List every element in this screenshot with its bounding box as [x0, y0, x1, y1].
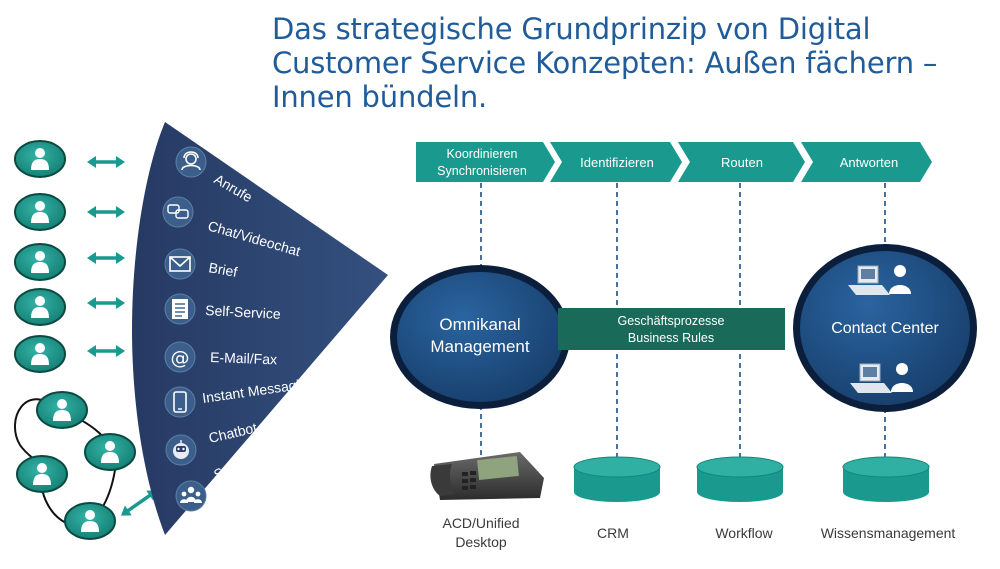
channel-label-brief: Brief	[207, 259, 238, 280]
people-group-icon	[175, 480, 207, 512]
system-label-acd-line1: ACD/Unified	[442, 515, 519, 531]
channel-icons: @	[162, 146, 207, 512]
customer-icon	[14, 193, 66, 231]
database-workflow	[696, 456, 784, 502]
customer-icon	[14, 288, 66, 326]
double-arrow-icon	[85, 250, 127, 266]
system-label-crm: CRM	[597, 525, 629, 541]
customer-group	[14, 140, 136, 540]
customer-icon	[16, 455, 68, 493]
title-line-2: Customer Service Konzepten: Außen fächer…	[272, 46, 938, 80]
process-step-line1: Identifizieren	[580, 155, 654, 170]
agent-at-desk-icon	[848, 265, 911, 295]
system-label-workflow: Workflow	[715, 525, 773, 541]
system-label-wissensmanagement: Wissensmanagement	[821, 525, 956, 541]
customer-icon	[36, 391, 88, 429]
process-steps: Koordinieren Synchronisieren Identifizie…	[416, 142, 932, 182]
omnichannel-management: Omnikanal Management	[390, 265, 570, 409]
double-arrow-icon	[85, 154, 127, 170]
omnichannel-line1: Omnikanal	[439, 315, 520, 334]
robot-icon	[165, 434, 197, 466]
process-step-line1: Antworten	[840, 155, 899, 170]
double-arrow-icon	[85, 204, 127, 220]
smartphone-icon	[164, 386, 196, 418]
process-step-routen: Routen	[678, 142, 805, 182]
chat-bubbles-icon	[162, 196, 194, 228]
title-line-1: Das strategische Grundprinzip von Digita…	[272, 12, 871, 46]
channel-label-email-fax: E-Mail/Fax	[210, 349, 277, 367]
customer-icon	[84, 433, 136, 471]
business-rules-line2: Business Rules	[628, 331, 714, 345]
customer-icon	[14, 243, 66, 281]
contact-center-label: Contact Center	[831, 320, 939, 337]
customer-icon	[64, 502, 116, 540]
at-sign-icon: @	[164, 341, 196, 373]
process-step-line1: Koordinieren	[447, 147, 518, 161]
process-step-antworten: Antworten	[801, 142, 932, 182]
double-arrow-icon	[85, 295, 127, 311]
svg-text:@: @	[171, 347, 190, 369]
system-labels: ACD/Unified Desktop CRM Workflow Wissens…	[442, 515, 955, 550]
headset-icon	[175, 146, 207, 178]
database-crm	[573, 456, 661, 502]
database-wissensmanagement	[842, 456, 930, 502]
process-step-line2: Synchronisieren	[437, 164, 527, 178]
process-step-line1: Routen	[721, 155, 763, 170]
contact-center: Contact Center	[793, 244, 977, 412]
page-title: Das strategische Grundprinzip von Digita…	[272, 12, 992, 114]
envelope-icon	[164, 248, 196, 280]
customer-icon	[14, 140, 66, 178]
agent-at-desk-icon	[850, 363, 913, 393]
process-step-identifizieren: Identifizieren	[550, 142, 682, 182]
omnichannel-line2: Management	[430, 337, 530, 356]
channel-label-self-service: Self-Service	[205, 302, 281, 322]
process-step-koordinieren: Koordinieren Synchronisieren	[416, 142, 555, 182]
channel-funnel	[132, 122, 388, 535]
title-line-3: Innen bündeln.	[272, 80, 488, 114]
desk-phone-icon	[430, 452, 544, 500]
system-label-acd-line2: Desktop	[455, 534, 507, 550]
customer-icon	[14, 335, 66, 373]
double-arrow-icon	[85, 343, 127, 359]
business-rules-bar: Geschäftsprozesse Business Rules	[558, 308, 785, 350]
document-icon	[164, 293, 196, 325]
business-rules-line1: Geschäftsprozesse	[618, 314, 725, 328]
